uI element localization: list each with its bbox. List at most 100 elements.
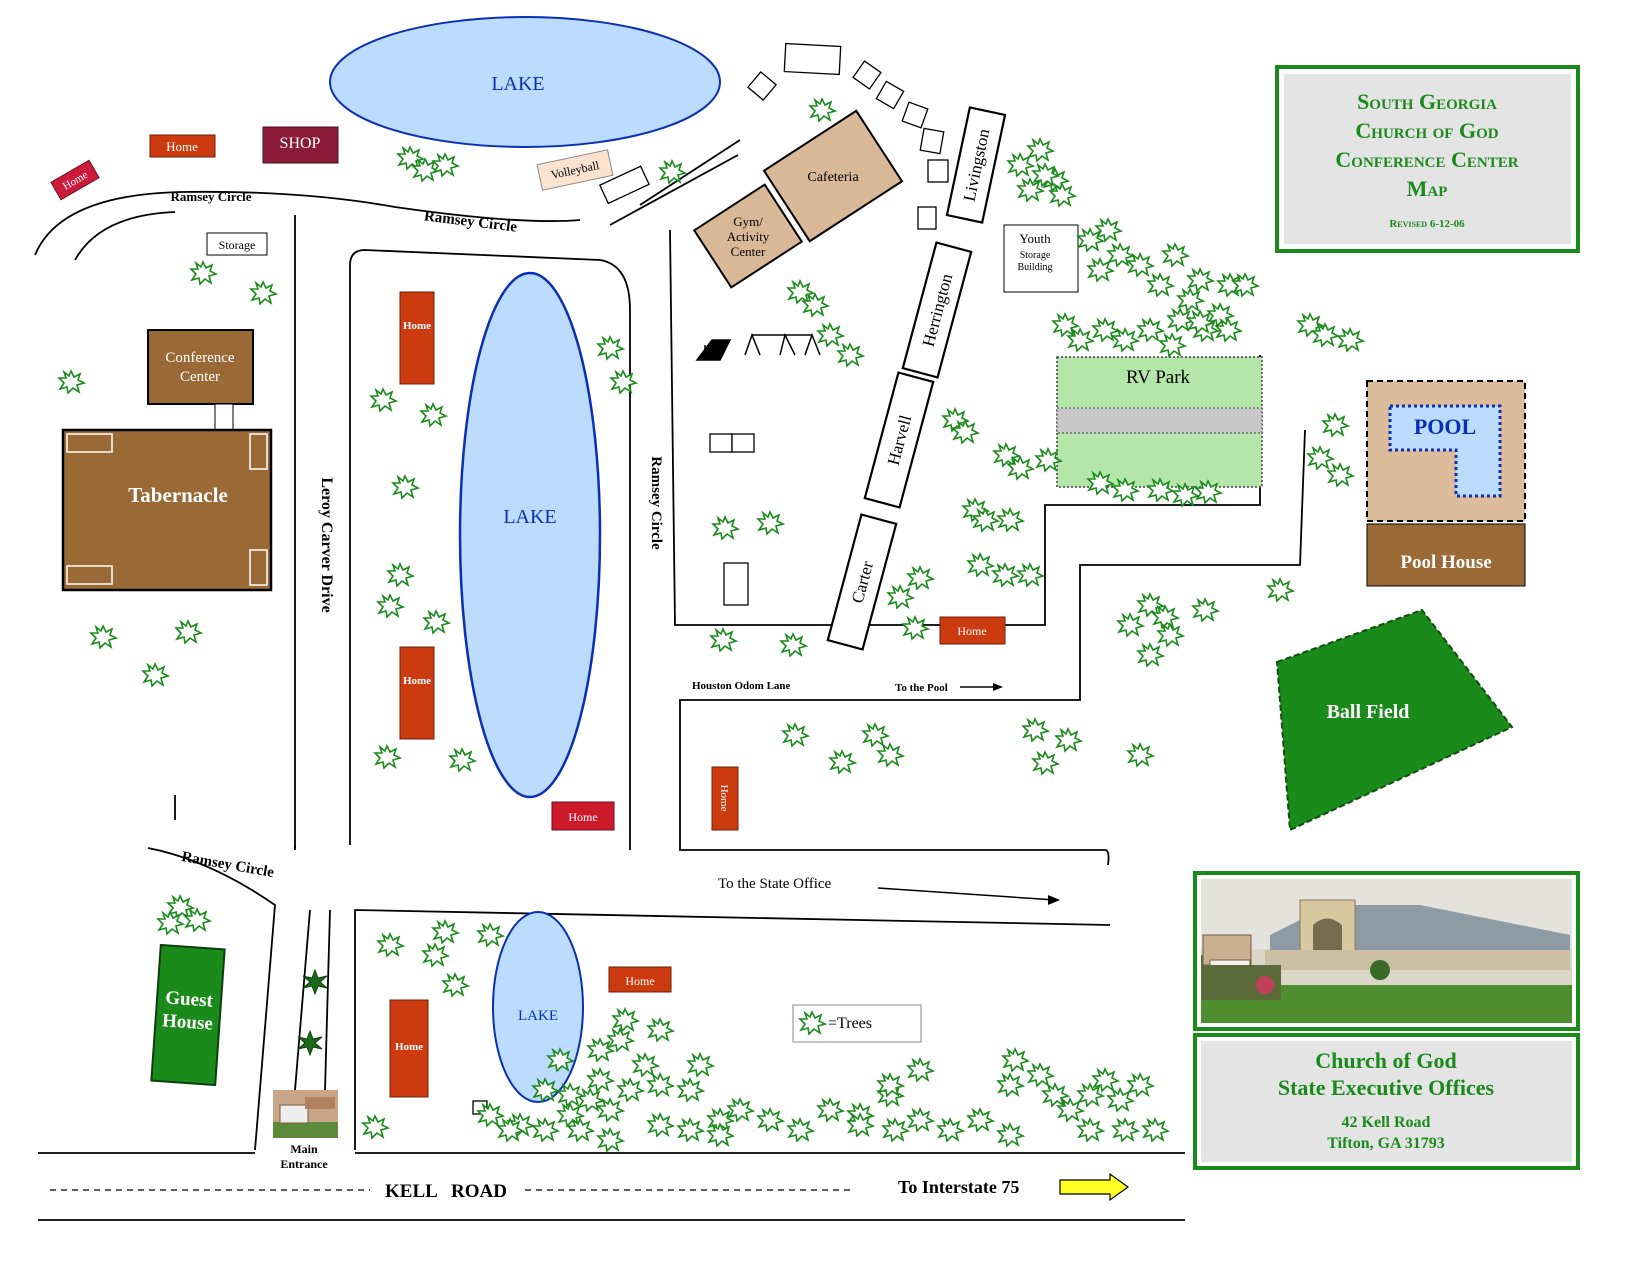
tree-icon [1017,178,1044,202]
tree-icon [1127,1073,1154,1097]
conference-center: Conference Center [147,329,254,431]
title-line-4: Map [1407,176,1448,201]
tree-icon [1007,153,1034,177]
tree-icon [442,973,469,997]
tree-icon [677,1078,704,1102]
road-leroy-carver-drive: Leroy Carver Drive [318,477,335,612]
ball-field: Ball Field [1275,608,1514,832]
tree-icon [1077,1118,1104,1142]
svg-text:Youth: Youth [1019,231,1051,246]
tree-icon [632,1053,659,1077]
svg-text:Home: Home [403,675,431,687]
tree-icon [1127,253,1154,277]
svg-text:Building: Building [1017,262,1052,273]
herrington: Herrington [901,241,973,379]
tree-icon [387,563,414,587]
tree-icon [967,1108,994,1132]
roads [34,139,1306,1221]
palm-tree-icon [297,1030,323,1056]
tree-icon [597,1128,624,1152]
lake-top [329,16,721,148]
harvell: Harvell [863,371,935,509]
tree-icon [992,563,1019,587]
tree-icon [1112,1118,1139,1142]
tree-icon [1127,743,1154,767]
lake-bottom [492,911,584,1103]
tree-icon [1095,218,1122,242]
svg-text:Home: Home [403,320,431,332]
tree-icon [1337,328,1364,352]
tree-icon [1137,318,1164,342]
tabernacle: Tabernacle [61,428,273,592]
arrow-to-pool-icon [960,683,1003,691]
home-mid-1: Home [399,291,435,385]
tree-icon [937,1118,964,1142]
title-line-2: Church of God [1355,118,1498,143]
tree-icon [142,663,169,687]
volleyball-court: Volleyball [536,149,614,191]
home-top-left: Home [149,134,216,158]
tree-icon [887,585,914,609]
svg-text:Home: Home [957,624,986,638]
tree-icon [1307,446,1334,470]
svg-text:Conference: Conference [165,350,234,366]
tree-icon [727,1098,754,1122]
svg-text:Center: Center [180,369,220,385]
tree-icon [1322,413,1349,437]
tree-icon [1142,1118,1169,1142]
home-bottom-right-of-lake: Home [608,966,672,993]
tree-icon [1162,243,1189,267]
tree-icon [362,1115,389,1139]
pool-house: Pool House [1366,523,1526,587]
tree-icon [374,745,401,769]
tree-icon [1117,613,1144,637]
tree-icon [377,933,404,957]
tree-icon [532,1118,559,1142]
tree-icon [1112,328,1139,352]
svg-text:Tifton, GA 31793: Tifton, GA 31793 [1327,1135,1445,1152]
road-to-the-pool: To the Pool [895,682,948,694]
tree-icon [757,511,784,535]
tree-icon [809,98,836,122]
svg-text:State Executive Offices: State Executive Offices [1278,1075,1495,1100]
tree-icon [1267,578,1294,602]
svg-text:Storage: Storage [1020,250,1051,261]
tree-icon [829,750,856,774]
tree-icon [997,1073,1024,1097]
tree-icon [1055,728,1082,752]
tree-icon [420,403,447,427]
tree-icon [1087,258,1114,282]
tree-icon [250,281,277,305]
tree-icon [597,336,624,360]
svg-text:Entrance: Entrance [280,1157,328,1171]
svg-text:SHOP: SHOP [280,135,321,152]
title-revised: Revised 6-12-06 [1389,218,1465,230]
tree-icon [659,160,686,184]
tree-icon [497,1118,524,1142]
tree-icon [587,1038,614,1062]
svg-text:Guest: Guest [165,987,215,1011]
title-line-3: Conference Center [1335,147,1518,172]
guest-house: Guest House [150,943,226,1087]
tree-icon [882,1118,909,1142]
tree-icon [902,616,929,640]
tree-icon [687,1053,714,1077]
tree-icon [1187,268,1214,292]
tree-icon [1159,333,1186,357]
road-kell-road: KELL ROAD [385,1181,507,1202]
tree-icon [787,1118,814,1142]
svg-text:Activity: Activity [727,229,770,244]
state-office-box: Church of God State Executive Offices 42… [1193,1033,1580,1170]
svg-text:Home: Home [166,139,198,154]
svg-text:Ball Field: Ball Field [1327,701,1410,723]
lake-middle-label: LAKE [503,506,556,528]
tree-icon [175,620,202,644]
carter: Carter [826,513,898,651]
title-line-1: South Georgia [1357,89,1497,114]
tree-icon [647,1073,674,1097]
road-to-the-state-office: To the State Office [718,876,832,892]
main-entrance-sign-image: Main Entrance [273,1090,338,1171]
tree-icon [432,920,459,944]
tree-icon [1022,718,1049,742]
tree-icon [817,323,844,347]
